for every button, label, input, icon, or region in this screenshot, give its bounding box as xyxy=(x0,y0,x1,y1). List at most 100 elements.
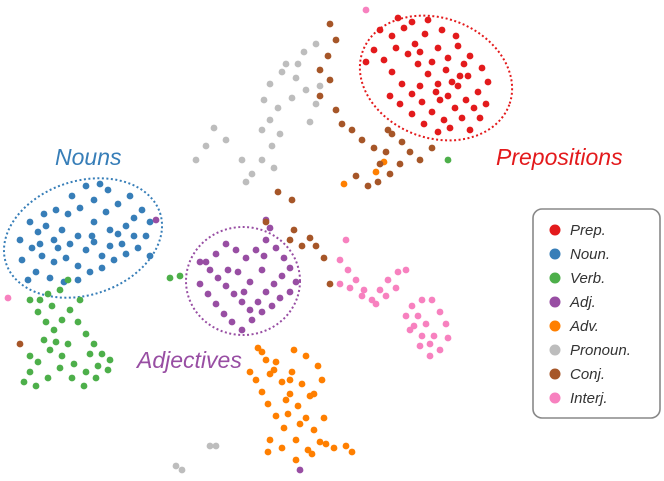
adv-point xyxy=(280,424,288,432)
noun-point xyxy=(114,200,122,208)
conj-point xyxy=(326,280,334,288)
prep-point xyxy=(424,16,432,24)
noun-point xyxy=(130,232,138,240)
adj-point xyxy=(278,272,286,280)
prep-point xyxy=(428,58,436,66)
adj-point xyxy=(220,310,228,318)
adj-point xyxy=(276,294,284,302)
conj-point xyxy=(352,172,360,180)
noun-point xyxy=(52,206,60,214)
adv-point xyxy=(316,438,324,446)
pronoun-point xyxy=(222,136,230,144)
verb-point xyxy=(90,340,98,348)
verb-point xyxy=(166,274,174,282)
prep-point xyxy=(478,64,486,72)
verb-point xyxy=(40,336,48,344)
adjectives-cluster-ellipse xyxy=(185,226,301,336)
prep-point xyxy=(476,114,484,122)
adj-point xyxy=(196,258,204,266)
verb-point xyxy=(104,366,112,374)
prepositions-cluster-ellipse xyxy=(358,14,514,142)
prep-point xyxy=(418,98,426,106)
noun-point xyxy=(114,230,122,238)
adv-point xyxy=(292,456,300,464)
noun-point xyxy=(74,262,82,270)
nouns-cluster-ellipse xyxy=(2,177,164,299)
pronoun-point xyxy=(248,170,256,178)
noun-point xyxy=(18,256,26,264)
conj-point xyxy=(326,76,334,84)
pronoun-point xyxy=(238,156,246,164)
interj-point xyxy=(336,280,344,288)
noun-point xyxy=(86,268,94,276)
adv-point xyxy=(252,376,260,384)
adj-point xyxy=(258,266,266,274)
legend-marker-pronoun xyxy=(549,344,561,356)
adj-point xyxy=(238,298,246,306)
prep-point xyxy=(464,72,472,80)
pronoun-point xyxy=(282,60,290,68)
prep-point xyxy=(414,60,422,68)
adv-point xyxy=(266,370,274,378)
adv-point xyxy=(342,442,350,450)
noun-point xyxy=(104,186,112,194)
prep-point xyxy=(462,96,470,104)
interj-point xyxy=(426,340,434,348)
verb-point xyxy=(64,340,72,348)
noun-point xyxy=(122,250,130,258)
conj-point xyxy=(312,242,320,250)
legend-marker-adj xyxy=(549,296,561,308)
noun-point xyxy=(142,232,150,240)
adv-point xyxy=(302,352,310,360)
prep-point xyxy=(376,26,384,34)
adj-point xyxy=(242,254,250,262)
adj-point xyxy=(224,266,232,274)
prep-point xyxy=(470,104,478,112)
legend-marker-prep xyxy=(549,224,561,236)
noun-point xyxy=(50,236,58,244)
verb-point xyxy=(106,356,114,364)
verb-point xyxy=(98,350,106,358)
verb-point xyxy=(42,318,50,326)
pronoun-point xyxy=(202,142,210,150)
adv-point xyxy=(264,400,272,408)
adv-point xyxy=(340,180,348,188)
prep-point xyxy=(454,42,462,50)
adj-point xyxy=(262,288,270,296)
adj-point xyxy=(260,252,268,260)
conj-point xyxy=(316,66,324,74)
verb-point xyxy=(74,318,82,326)
noun-point xyxy=(54,244,62,252)
conj-point xyxy=(384,126,392,134)
prep-point xyxy=(420,120,428,128)
verb-point xyxy=(92,374,100,382)
pronoun-point xyxy=(274,104,282,112)
adj-point xyxy=(258,308,266,316)
pronoun-point xyxy=(242,178,250,186)
noun-point xyxy=(26,218,34,226)
adv-point xyxy=(348,448,356,456)
adv-point xyxy=(264,448,272,456)
verb-point xyxy=(80,382,88,390)
interj-point xyxy=(436,346,444,354)
adj-point xyxy=(240,288,248,296)
verb-point xyxy=(20,378,28,386)
adjectives-cluster-label: Adjectives xyxy=(135,347,242,373)
noun-point xyxy=(138,206,146,214)
prepositions-cluster-label: Prepositions xyxy=(496,144,623,170)
noun-point xyxy=(58,226,66,234)
verb-point xyxy=(44,290,52,298)
conj-point xyxy=(324,52,332,60)
prep-point xyxy=(428,108,436,116)
legend-label-adv: Adv. xyxy=(569,318,599,335)
verb-point xyxy=(26,296,34,304)
conj-point xyxy=(326,20,334,28)
pronoun-point xyxy=(178,466,186,474)
verb-point xyxy=(76,296,84,304)
interj-point xyxy=(422,320,430,328)
pronoun-point xyxy=(312,100,320,108)
nouns-cluster-label: Nouns xyxy=(55,144,122,170)
adj-point xyxy=(222,282,230,290)
adj-point xyxy=(292,278,300,286)
